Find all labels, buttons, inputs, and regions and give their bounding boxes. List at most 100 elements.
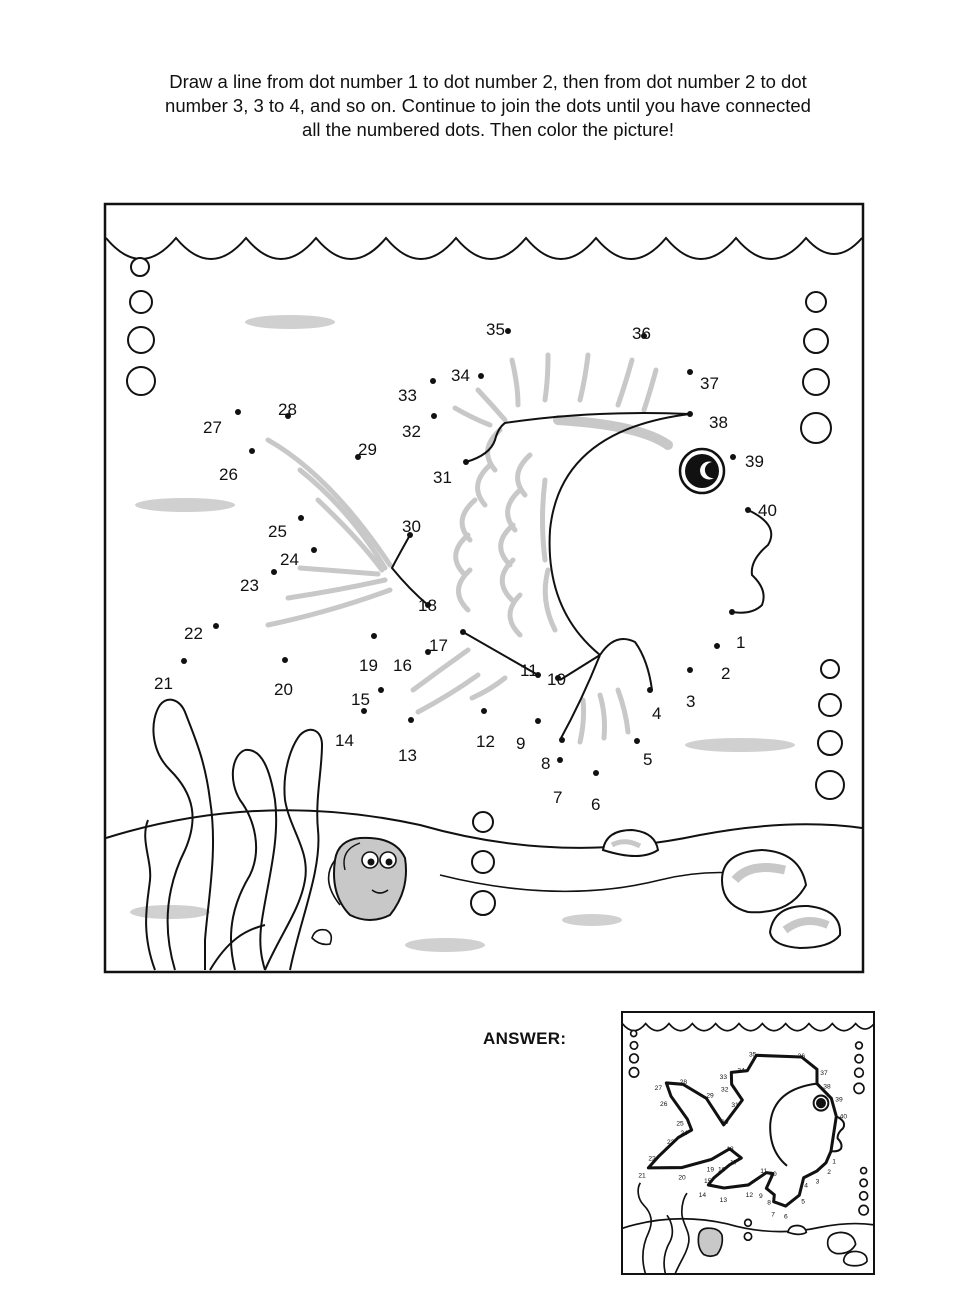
dot-label-29: 29 [358,440,377,459]
rock-icon [311,828,842,950]
dot-21[interactable] [181,658,187,664]
dot-35[interactable] [505,328,511,334]
answer-dot-label-37: 37 [820,1070,828,1077]
answer-dot-label-6: 6 [784,1214,788,1221]
dot-22[interactable] [213,623,219,629]
answer-dot-label-30: 30 [721,1119,729,1126]
dot-9[interactable] [535,718,541,724]
dot-label-30: 30 [402,517,421,536]
answer-dot-label-35: 35 [749,1052,757,1059]
answer-dot-label-24: 24 [680,1130,688,1137]
dot-24[interactable] [311,547,317,553]
dot-38[interactable] [687,411,693,417]
answer-dot-label-2: 2 [827,1169,831,1176]
answer-dot-label-38: 38 [823,1083,831,1090]
bubble-icon [815,659,845,800]
dot-29[interactable] [355,454,361,460]
dot-10[interactable] [555,675,561,681]
answer-dot-label-29: 29 [706,1093,714,1100]
dot-12[interactable] [481,708,487,714]
dot-20[interactable] [282,657,288,663]
dot-14[interactable] [361,708,367,714]
dot-label-20: 20 [274,680,293,699]
answer-dot-label-26: 26 [660,1101,668,1108]
dot-15[interactable] [378,687,384,693]
dot-32[interactable] [431,413,437,419]
dot-label-31: 31 [433,468,452,487]
dot-33[interactable] [430,378,436,384]
instructions-line-1: Draw a line from dot number 1 to dot num… [169,71,807,92]
dot-label-18: 18 [418,596,437,615]
answer-dot-label-25: 25 [676,1121,684,1128]
bubble-icon [126,257,156,396]
instructions-line-2: number 3, 3 to 4, and so on. Continue to… [165,95,811,116]
hermit-crab-icon [327,836,407,921]
dot-6[interactable] [593,770,599,776]
dot-label-26: 26 [219,465,238,484]
dot-36[interactable] [641,333,647,339]
dot-34[interactable] [478,373,484,379]
dot-label-17: 17 [429,636,448,655]
answer-dot-label-13: 13 [720,1197,728,1204]
answer-dot-label-14: 14 [699,1192,707,1199]
answer-dot-label-31: 31 [731,1102,739,1109]
dot-2[interactable] [714,643,720,649]
answer-dot-label-36: 36 [798,1053,806,1060]
water-shadow [685,738,795,752]
answer-dot-label-23: 23 [667,1139,675,1146]
floor-shadow [405,938,485,952]
dot-label-15: 15 [351,690,370,709]
dot-label-10: 10 [547,670,566,689]
dot-11[interactable] [535,672,541,678]
answer-thumbnail: 1234567891011121314151617181920212223242… [621,1011,875,1275]
dot-label-39: 39 [745,452,764,471]
dot-40[interactable] [745,507,751,513]
dot-7[interactable] [557,757,563,763]
bubble-icon [470,811,496,916]
dot-4[interactable] [647,687,653,693]
dot-3[interactable] [687,667,693,673]
dot-5[interactable] [634,738,640,744]
dot-26[interactable] [249,448,255,454]
dot-31[interactable] [463,459,469,465]
dot-27[interactable] [235,409,241,415]
puzzle-frame [103,202,865,974]
dot-8[interactable] [559,737,565,743]
dot-30[interactable] [407,532,413,538]
dot-39[interactable] [730,454,736,460]
answer-dot-label-40: 40 [840,1113,848,1120]
dot-label-16: 16 [393,656,412,675]
water-shadow [135,498,235,512]
answer-dot-label-32: 32 [721,1086,729,1093]
water-surface-waves [105,236,863,260]
instructions: Draw a line from dot number 1 to dot num… [60,70,916,142]
answer-dots: 1234567891011121314151617181920212223242… [638,1052,847,1221]
dot-label-7: 7 [553,788,562,807]
floor-shadow [130,905,210,919]
dot-18[interactable] [425,602,431,608]
water-shadow [245,315,335,329]
dot-23[interactable] [271,569,277,575]
dot-17[interactable] [460,629,466,635]
dot-label-34: 34 [451,366,470,385]
dot-28[interactable] [285,413,291,419]
dot-label-6: 6 [591,795,600,814]
dot-label-33: 33 [398,386,417,405]
dot-25[interactable] [298,515,304,521]
dot-label-21: 21 [154,674,173,693]
dot-19[interactable] [371,633,377,639]
dot-label-8: 8 [541,754,550,773]
dot-16[interactable] [425,649,431,655]
dot-label-19: 19 [359,656,378,675]
answer-dot-label-11: 11 [760,1168,767,1175]
answer-dot-label-27: 27 [655,1085,663,1092]
answer-dot-label-4: 4 [804,1183,808,1190]
dot-13[interactable] [408,717,414,723]
dot-37[interactable] [687,369,693,375]
dot-label-25: 25 [268,522,287,541]
dot-label-38: 38 [709,413,728,432]
dot-1[interactable] [729,609,735,615]
seaweed-icon [144,698,324,971]
answer-dot-label-9: 9 [759,1193,763,1200]
